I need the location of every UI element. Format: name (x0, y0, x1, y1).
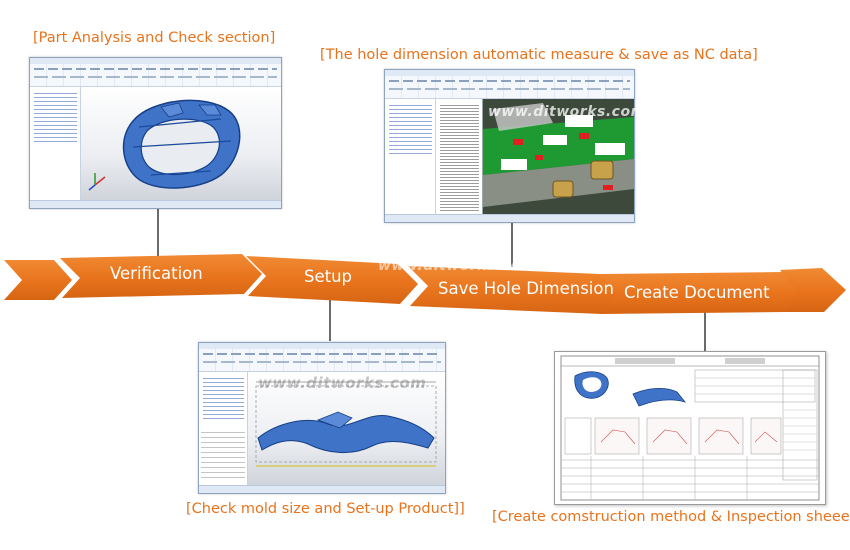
cad-viewport (81, 87, 281, 201)
inspection-sheet-image (560, 355, 820, 501)
property-panel (201, 432, 245, 482)
cad-viewport (248, 372, 445, 486)
caption-hole-dimension: [The hole dimension automatic measure & … (320, 47, 758, 63)
stage-setup: Setup (304, 267, 353, 286)
screenshot-part-analysis (29, 57, 282, 209)
feature-tree-panel (199, 372, 248, 486)
status-bar (385, 214, 634, 222)
cad-viewport (483, 99, 634, 215)
tree-items (389, 105, 432, 155)
caption-check-mold: [Check mold size and Set-up Product]] (186, 501, 465, 517)
feature-tree-panel (30, 87, 81, 201)
caption-create-construction: [Create comstruction method & Inspection… (492, 509, 850, 525)
hole-data-rows (440, 105, 479, 211)
caption-part-analysis: [Part Analysis and Check section] (33, 30, 276, 46)
tree-items (34, 93, 77, 143)
arrow-segment-lead (4, 260, 72, 300)
ribbon-toolbar (30, 64, 281, 87)
setup-model-image (255, 381, 437, 467)
mold-model-image (483, 99, 634, 215)
screenshot-setup (198, 342, 446, 494)
inspection-sheet-document (554, 351, 826, 505)
watermark-hole-dimension: www.ditworks.com (488, 104, 646, 120)
feature-tree-panel (385, 99, 436, 215)
watermark-arrow-band: www.ditworks.com (378, 258, 536, 274)
hole-data-list (436, 99, 483, 215)
stage-create-document: Create Document (624, 283, 770, 302)
stage-save-hole-dimension: Save Hole Dimension (438, 279, 614, 298)
process-arrow-band (4, 254, 846, 314)
tree-items (203, 378, 244, 420)
ribbon-toolbar (199, 349, 445, 372)
arrow-segment-tail (780, 268, 846, 312)
arrow-segment-create-document (598, 272, 802, 314)
status-bar (30, 200, 281, 208)
arrow-segment-save-hole (408, 266, 620, 314)
stage-verification: Verification (110, 264, 203, 283)
watermark-setup: www.ditworks.com (258, 374, 427, 392)
screenshot-hole-dimension (384, 69, 635, 223)
arrow-segment-setup (246, 256, 418, 304)
connector-verification (157, 207, 159, 261)
arrow-segment-verification (60, 254, 262, 298)
connector-save-hole (511, 222, 513, 267)
connector-setup (329, 289, 331, 341)
ribbon-toolbar (385, 76, 634, 99)
part-model-image (88, 99, 241, 191)
connector-create-document (704, 305, 706, 351)
status-bar (199, 485, 445, 493)
